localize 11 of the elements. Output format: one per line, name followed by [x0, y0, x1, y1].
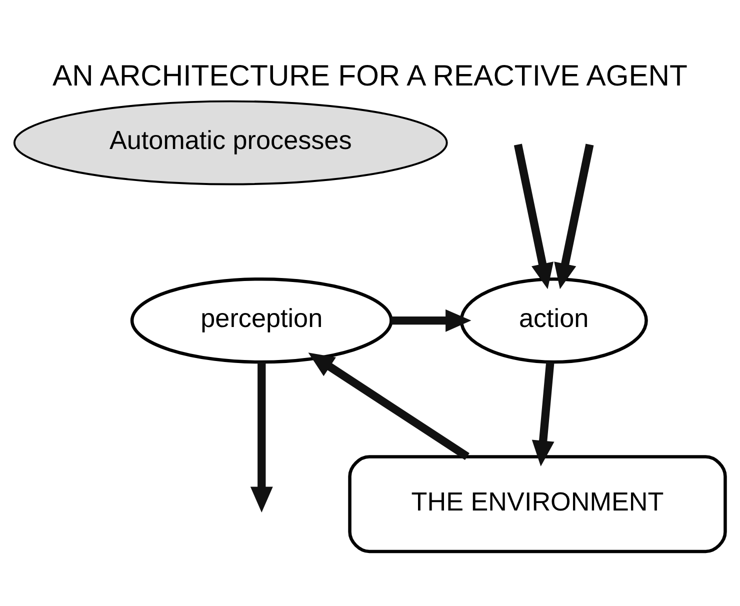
arrow — [308, 352, 470, 460]
node-ellipse: Automatic processes — [13, 100, 448, 185]
arrow — [532, 361, 554, 466]
node-ellipse: perception — [130, 276, 393, 364]
arrow — [514, 143, 554, 289]
diagram-title: AN ARCHITECTURE FOR A REACTIVE AGENT — [52, 59, 688, 92]
node-box: THE ENVIRONMENT — [348, 454, 727, 553]
arrow — [250, 362, 273, 512]
arrow — [554, 143, 594, 289]
node-ellipse: action — [460, 276, 648, 364]
arrow — [391, 308, 472, 332]
